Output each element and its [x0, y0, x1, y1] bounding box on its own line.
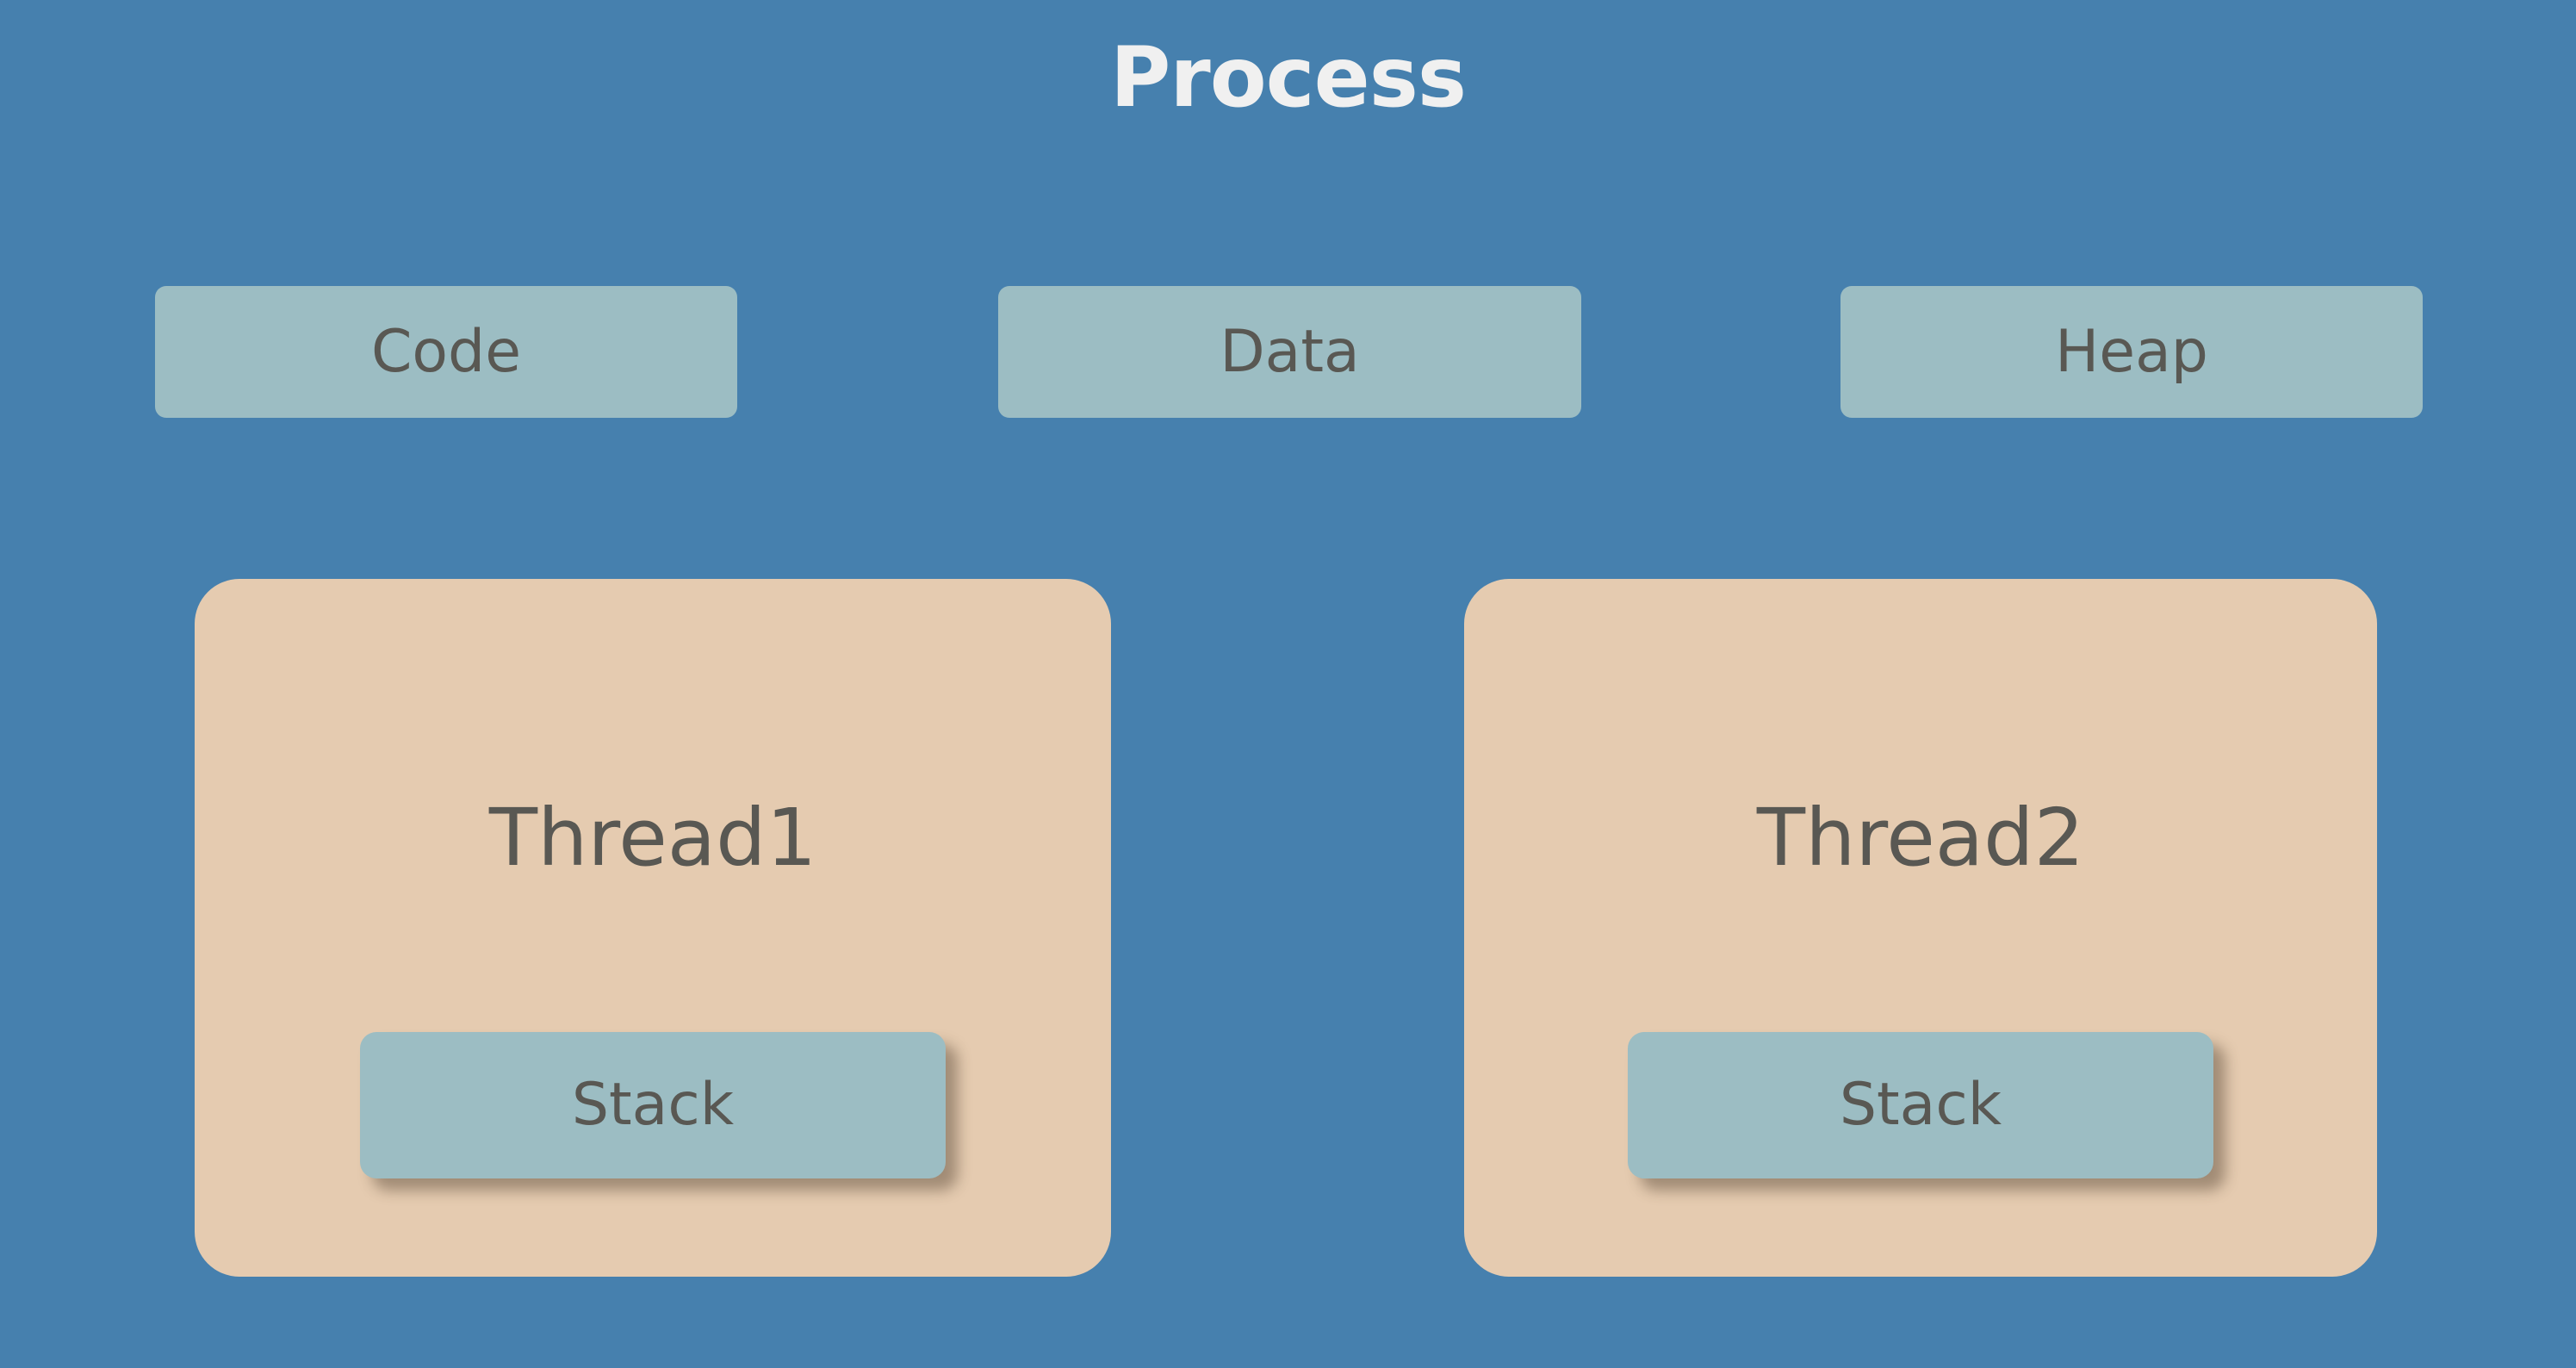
segment-label-heap: Heap: [2055, 317, 2208, 386]
segment-box-heap: Heap: [1840, 286, 2423, 418]
thread-box-2: Thread2 Stack: [1464, 579, 2377, 1277]
segment-box-code: Code: [155, 286, 737, 418]
thread-label-1: Thread1: [488, 792, 817, 884]
page-title: Process: [1110, 29, 1467, 126]
segment-label-code: Code: [370, 317, 522, 386]
segment-label-data: Data: [1220, 317, 1360, 386]
stack-label-1: Stack: [571, 1071, 735, 1139]
stack-box-1: Stack: [360, 1032, 946, 1178]
segment-box-data: Data: [998, 286, 1581, 418]
stack-label-2: Stack: [1839, 1071, 2002, 1139]
stack-box-2: Stack: [1628, 1032, 2213, 1178]
thread-box-1: Thread1 Stack: [195, 579, 1111, 1277]
thread-label-2: Thread2: [1756, 792, 2085, 884]
